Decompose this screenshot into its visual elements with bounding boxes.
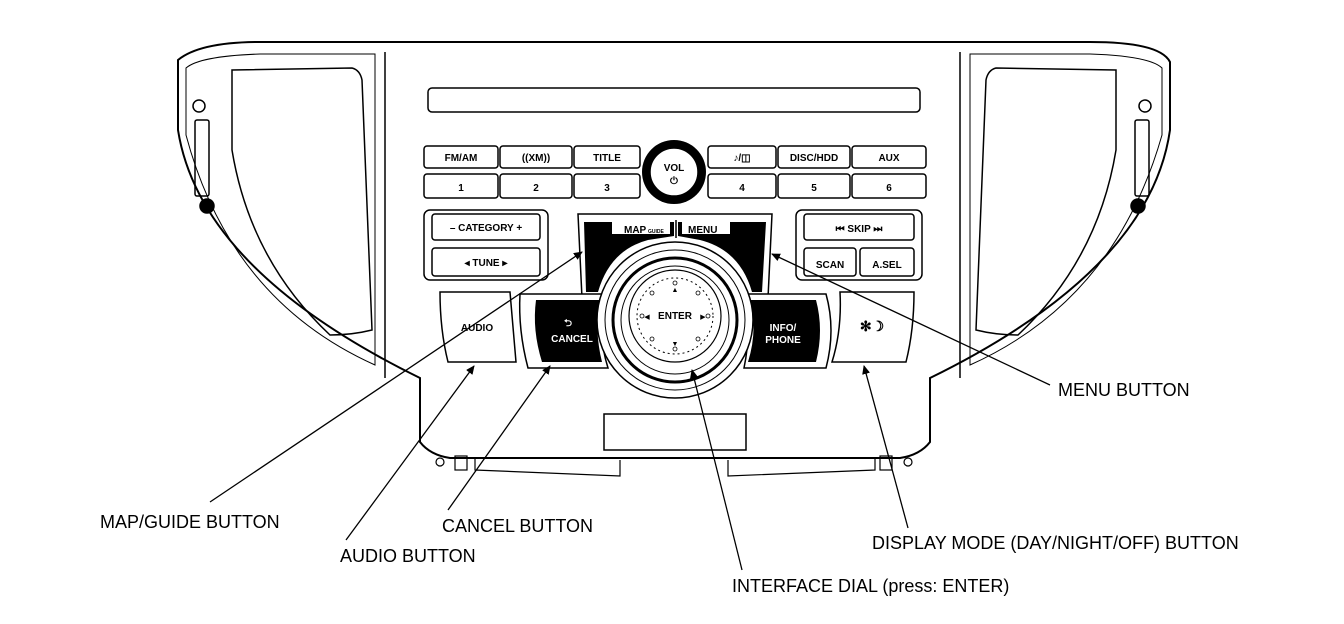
audio-leader [345, 365, 475, 541]
map-guide-button-callout: MAP/GUIDE BUTTON [100, 512, 280, 532]
source-button-row [423, 145, 927, 199]
audio-label: AUDIO [461, 323, 493, 334]
preset-5-button[interactable] [777, 173, 851, 199]
preset-4-label: 4 [739, 183, 745, 194]
preset-1-label: 1 [458, 183, 464, 194]
cancel-button[interactable] [534, 300, 602, 362]
display-mode-button[interactable] [830, 291, 915, 363]
dial-right-icon: ▶ [700, 314, 706, 321]
display-mode-button-callout: DISPLAY MODE (DAY/NIGHT/OFF) BUTTON [872, 533, 1239, 553]
cancel-leader [447, 365, 551, 511]
disc-hdd-button[interactable] [777, 145, 851, 169]
preset-4-button[interactable] [707, 173, 777, 199]
category-label: – CATEGORY + [450, 223, 522, 234]
title-button[interactable] [573, 145, 641, 169]
back-arrow-icon: ⮌ [564, 318, 572, 329]
skip-button[interactable] [803, 213, 915, 241]
console-bezel [177, 41, 1171, 459]
dial-left-icon: ◀ [644, 314, 650, 321]
category-tune-group [423, 209, 549, 281]
a-sel-label: A.SEL [872, 260, 901, 271]
map-guide-button[interactable] [584, 222, 674, 292]
disc-hdd-label: DISC/HDD [790, 153, 838, 164]
menu-label: MENU [688, 225, 717, 236]
tune-button[interactable] [431, 247, 541, 277]
preset-6-label: 6 [886, 183, 892, 194]
day-night-icon: ✻☽ [860, 318, 884, 334]
menu-leader [771, 253, 1051, 386]
interface-dial-callout: INTERFACE DIAL (press: ENTER) [732, 576, 1009, 596]
power-icon: ⏻ [670, 175, 678, 187]
scan-label: SCAN [816, 260, 844, 271]
menu-button[interactable] [678, 222, 766, 292]
cancel-button-callout: CANCEL BUTTON [442, 516, 593, 536]
cancel-label: CANCEL [551, 334, 593, 345]
volume-power-knob[interactable]: VOL ⏻ [642, 140, 706, 204]
aux-label: AUX [878, 153, 899, 164]
info-phone-button[interactable] [748, 300, 820, 362]
menu-button-callout: MENU BUTTON [1058, 380, 1190, 400]
music-search-button[interactable] [707, 145, 777, 169]
category-button[interactable] [431, 213, 541, 241]
callout-leaders [209, 251, 1051, 571]
dial-down-icon: ▼ [672, 341, 679, 348]
fm-am-label: FM/AM [445, 153, 478, 164]
disc-slot [427, 87, 921, 113]
preset-6-button[interactable] [851, 173, 927, 199]
preset-3-label: 3 [604, 183, 610, 194]
phone-label: PHONE [765, 335, 801, 346]
title-label: TITLE [593, 153, 621, 164]
fm-am-button[interactable] [423, 145, 499, 169]
a-sel-button[interactable] [859, 247, 915, 277]
aux-button[interactable] [851, 145, 927, 169]
left-vent [192, 67, 373, 336]
map-guide-leader [209, 251, 583, 503]
dial-leader [690, 369, 743, 571]
lower-display-window [603, 413, 747, 451]
skip-scan-group [795, 209, 923, 281]
dial-up-icon: ▲ [672, 287, 679, 294]
xm-button[interactable] [499, 145, 573, 169]
interface-dial[interactable]: ▲ ▼ ◀ ▶ ENTER [596, 241, 754, 399]
guide-label: GUIDE [648, 229, 665, 235]
map-label: MAP [624, 225, 647, 236]
right-vent [975, 67, 1152, 336]
preset-2-label: 2 [533, 183, 539, 194]
tune-label: ◂ TUNE ▸ [464, 258, 509, 269]
scan-button[interactable] [803, 247, 857, 277]
xm-label: ((XM)) [522, 153, 550, 164]
skip-label: ⏮ SKIP ⏭ [836, 224, 883, 235]
preset-2-button[interactable] [499, 173, 573, 199]
preset-1-button[interactable] [423, 173, 499, 199]
vol-label: VOL [664, 163, 685, 174]
display-mode-leader [862, 365, 909, 529]
audio-button-callout: AUDIO BUTTON [340, 546, 476, 566]
preset-5-label: 5 [811, 183, 817, 194]
music-search-label: ♪/◫ [733, 153, 750, 164]
info-label: INFO/ [770, 323, 797, 334]
bottom-trim [435, 455, 913, 477]
preset-3-button[interactable] [573, 173, 641, 199]
enter-label: ENTER [658, 311, 693, 322]
